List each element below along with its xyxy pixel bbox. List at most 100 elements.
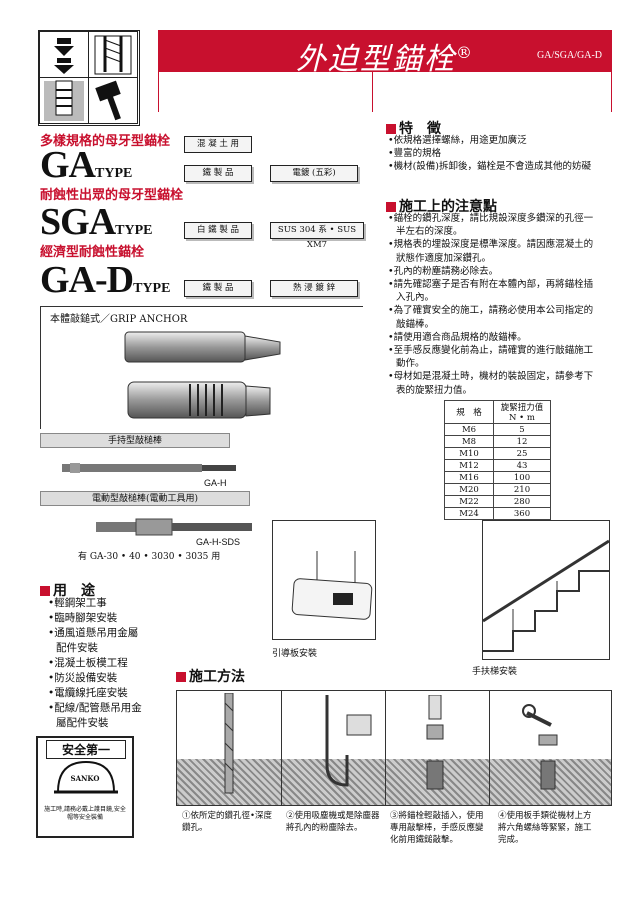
spec-cell: M12 (444, 459, 494, 472)
list-item: •依規格選擇螺絲，用途更加廣泛 (388, 135, 527, 146)
cautions-heading: 施工上的注意點 (386, 196, 497, 216)
power-bar-image (96, 518, 252, 536)
handrail-caption: 手扶梯安裝 (472, 667, 518, 677)
variety-heading: 多樣規格的母牙型錨栓 (40, 134, 171, 149)
label-iron-ga: 鐵 製 品 (184, 165, 252, 182)
hammer-icon (88, 77, 138, 124)
label-white-iron: 白 鐵 製 品 (184, 222, 252, 239)
label-plating: 電鍍 (五彩) (270, 165, 358, 182)
torque-cell: 43 (493, 459, 551, 472)
power-bar-label: 電動型敲槌棒(電動工具用) (40, 491, 250, 506)
label-galv: 熱 浸 鍍 鋅 (270, 280, 358, 297)
spec-cell: M6 (444, 423, 494, 436)
torque-cell: 5 (493, 423, 551, 436)
body-type-label: 本體敲鎚式／GRIP ANCHOR (50, 314, 188, 325)
list-item: •配線/配管懸吊用金屬配件安裝 (48, 702, 142, 729)
list-item: •母材如是混凝土時，機材的裝設固定，請參考下表的旋緊扭力值。 (388, 371, 594, 396)
label-sus: SUS 304 系 • SUS XM7 (270, 222, 364, 250)
hand-model: GA-H (204, 478, 227, 488)
tool-note: 有 GA-30 • 40 • 3030 • 3035 用 (78, 552, 221, 562)
corrosion-heading: 耐蝕性出眾的母牙型錨栓 (40, 188, 184, 203)
helmet-icon (54, 760, 118, 794)
method-diagram (176, 690, 612, 806)
economy-heading: 經濟型耐蝕性錨栓 (40, 245, 145, 260)
icon-grid (38, 30, 140, 126)
list-item: •混凝土板模工程 (48, 657, 128, 669)
spec-cell: M16 (444, 471, 494, 484)
step-2: ②使用吸塵機或是除塵器將孔內的粉塵除去。 (286, 811, 380, 833)
power-model: GA-H-SDS (196, 537, 241, 547)
list-item: •電纜線托座安裝 (48, 687, 128, 699)
wrench-icon (522, 704, 558, 790)
torque-cell: 280 (493, 495, 551, 508)
list-item: •豐富的規格 (388, 148, 442, 160)
drill-icon (224, 693, 234, 794)
spec-cell: M22 (444, 495, 494, 508)
list-item: •機材(設備)拆卸後，錨栓是不會造成其他的妨礙 (388, 161, 592, 173)
vacuum-icon (325, 695, 372, 787)
safety-brand: SANKO (70, 774, 100, 783)
title-band: 外迫型錨栓® GA/SGA/GA-D (158, 30, 612, 77)
concrete-hole-icon (39, 77, 89, 124)
gad-title: GA-DTYPE (40, 259, 171, 301)
anchor-insert-icon (426, 695, 444, 790)
list-item: •防災設備安裝 (48, 672, 118, 684)
torque-cell: 210 (493, 483, 551, 496)
list-item: •請先確認塞子是否有附在本體內部，再將錨栓插入孔內。 (388, 279, 594, 304)
spec-cell: M24 (444, 507, 494, 520)
list-item: •錨栓的鑽孔深度，請比規設深度多鑽深的孔徑一半左右的深度。 (388, 213, 594, 238)
step-4: ④使用板手類從機材上方將六角螺絲等緊緊，施工完成。 (498, 811, 592, 845)
guide-install-image (272, 520, 376, 640)
divider (158, 72, 159, 112)
safety-badge: 安全第一 SANKO 施工時,請務必戴上護目鏡,安全帽等安全裝備 (36, 736, 134, 838)
anchor-section-icon (88, 31, 138, 78)
list-item: •通風道懸吊用金屬配件安裝 (48, 627, 139, 654)
page-title: 外迫型錨栓® (296, 42, 474, 77)
col-spec: 規 格 (444, 400, 494, 424)
list-item: •輕鋼架工事 (48, 597, 107, 609)
spec-cell: M8 (444, 435, 494, 448)
cautions-list: •錨栓的鑽孔深度，請比規設深度多鑽深的孔徑一半左右的深度。•規格表的埋設深度是標… (388, 212, 600, 397)
hand-bar-image (62, 463, 236, 473)
uses-heading: 用 途 (40, 580, 95, 600)
list-item: •至手感反應變化前為止，請確實的進行敲錨施工動作。 (388, 345, 594, 370)
features-list: •依規格選擇螺絲，用途更加廣泛 •豐富的規格•機材(設備)拆卸後，錨栓是不會造成其… (388, 134, 598, 174)
guide-caption: 引導板安裝 (272, 649, 318, 659)
product-code: GA/SGA/GA-D (537, 50, 602, 61)
list-item: •請使用適合商品規格的敲錨棒。 (388, 331, 527, 343)
spec-cell: M10 (444, 447, 494, 460)
anchor-frame (40, 306, 363, 429)
insert-arrow-icon (39, 31, 89, 78)
label-iron-gad: 鐵 製 品 (184, 280, 252, 297)
list-item: •規格表的埋設深度是標準深度。請因應混凝土的狀態作適度加深鑽孔。 (388, 239, 594, 264)
ga-title: GATYPE (40, 144, 133, 186)
list-item: •為了確實安全的施工，請務必使用本公司指定的敲錨棒。 (388, 305, 594, 330)
concrete-layer (177, 759, 611, 805)
sga-title: SGATYPE (40, 201, 153, 243)
list-item: •孔內的粉塵請務必除去。 (388, 265, 499, 277)
divider (372, 72, 373, 112)
step-3: ③將錨栓輕敲插入，使用專用敲擊棒，手感反應變化前用鐵鎚敲擊。 (390, 811, 484, 845)
features-heading: 特 徵 (386, 118, 441, 138)
hand-bar-label: 手持型敲槌棒 (40, 433, 230, 448)
torque-cell: 360 (493, 507, 551, 520)
list-item: •臨時腳架安裝 (48, 612, 118, 624)
handrail-install-image (482, 520, 610, 660)
safety-title: 安全第一 (46, 740, 126, 759)
anchor-illustration (124, 331, 281, 419)
torque-cell: 12 (493, 435, 551, 448)
spec-cell: M20 (444, 483, 494, 496)
torque-cell: 25 (493, 447, 551, 460)
torque-cell: 100 (493, 471, 551, 484)
uses-list: •輕鋼架工事 •臨時腳架安裝 •通風道懸吊用金屬配件安裝 •混凝土板模工程 •防災設備安… (48, 596, 148, 731)
